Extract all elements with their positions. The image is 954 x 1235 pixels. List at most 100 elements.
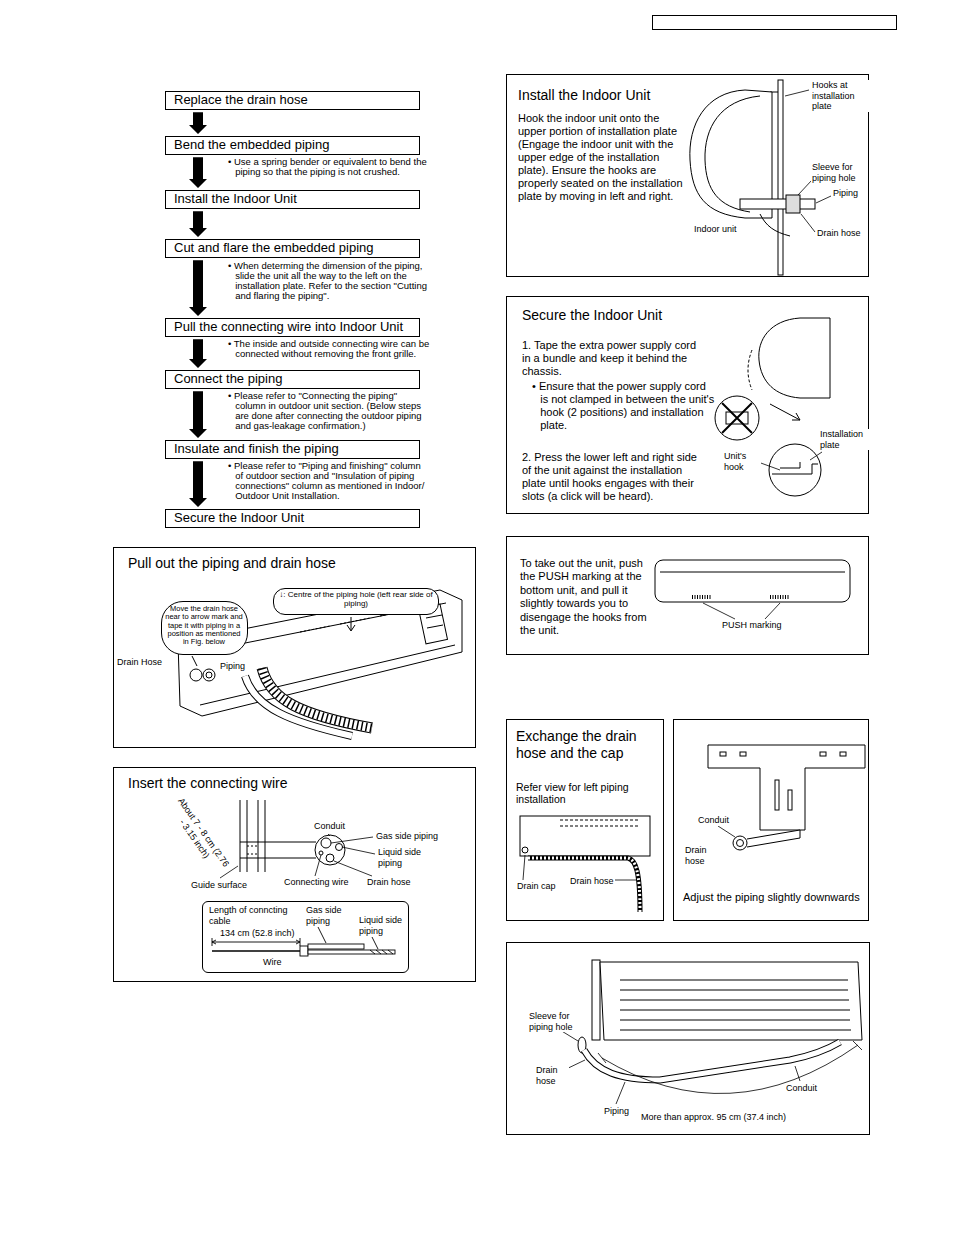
leader-line: [785, 90, 809, 96]
pipe-section-detail: [190, 669, 202, 681]
callout-label: Hooks at installation plate: [811, 80, 871, 112]
figure-panel: Insert the connecting wireLength of conn…: [113, 767, 476, 982]
callout-label: Drain hose: [816, 228, 862, 239]
node-text: Adjust the piping slightly downwards: [683, 891, 860, 904]
conduit-illustration: [321, 838, 331, 848]
leader-line: [718, 826, 735, 837]
leader-line: [718, 826, 735, 837]
hook-detail: [769, 444, 821, 496]
note-text: • Use a spring bender or equivalent to b…: [228, 157, 431, 177]
process-box: Cut and flare the embedded piping: [165, 239, 420, 258]
callout-label: Drain hose: [684, 845, 721, 866]
leader-line: [703, 603, 735, 619]
callout-label: Drain hose: [569, 876, 615, 887]
callout-label: Conduit: [697, 815, 730, 826]
installation-plate: [747, 830, 800, 847]
installation-plate: [708, 745, 865, 830]
callout-cloud: ↓: Centre of the piping hole (left rear …: [273, 588, 439, 615]
installation-plate: [737, 840, 744, 847]
piping-curve: [584, 1042, 840, 1080]
flow-arrow: [189, 211, 207, 237]
indoor-unit-side: [759, 318, 830, 398]
callout-label: Drain Hose: [116, 657, 163, 668]
flow-arrow: [189, 157, 207, 188]
panel-heading: Exchange the drain hose and the cap: [516, 728, 656, 761]
node-text: Secure the Indoor Unit: [174, 510, 304, 525]
installation-plate: [775, 780, 779, 810]
node-text: Move the drain hose near to arrow mark a…: [165, 605, 243, 646]
leader-line: [523, 855, 525, 880]
unit-back-view: [520, 816, 650, 856]
conduit-illustration: [336, 844, 343, 851]
flow-arrow: [189, 112, 207, 134]
piping-curve: [602, 1045, 858, 1094]
leader-line: [342, 847, 375, 854]
callout-label: Installation plate: [819, 429, 869, 450]
piping-hose: [262, 668, 372, 728]
leader-line: [703, 603, 780, 619]
node-text: Connect the piping: [174, 371, 282, 386]
piping-curve: [584, 1042, 840, 1080]
process-box: Bend the embedded piping: [165, 136, 420, 155]
callout-label: Drain hose: [535, 1065, 569, 1086]
indoor-unit-side: [748, 350, 752, 390]
cable-length-illustration: [370, 950, 393, 954]
callout-label: Indoor unit: [693, 224, 738, 235]
conduit-illustration: [319, 851, 323, 855]
callout-label: Conduit: [313, 821, 346, 832]
leader-line: [795, 1066, 800, 1081]
leader-line: [220, 834, 375, 878]
unit-back-view: [522, 847, 528, 853]
installation-plate: [840, 752, 846, 756]
callout-label: Sleeve for piping hole: [811, 162, 868, 183]
piping-curve: [598, 1041, 862, 1063]
installation-plate: [788, 790, 792, 810]
inset-box: Length of conncting cableGas side piping…: [202, 901, 409, 973]
node-text: 2. Press the lower left and right side o…: [522, 451, 707, 503]
node-text: 134 cm (52.8 inch): [220, 928, 295, 939]
pipe-section-detail: [192, 656, 197, 666]
callout-label: Sleeve for piping hole: [528, 1011, 585, 1032]
leader-line: [331, 837, 373, 843]
hook-detail: [772, 464, 818, 474]
cable-length-illustration: [212, 950, 300, 951]
hook-detail: [780, 462, 800, 468]
piping-hose: [245, 676, 352, 736]
callout-label: Gas side piping: [375, 831, 439, 842]
conduit-illustration: [326, 854, 334, 862]
piping-hose: [245, 668, 372, 736]
installation-plate: [708, 745, 865, 850]
unit-back-illustration: [426, 615, 443, 628]
panel-heading: Secure the Indoor Unit: [522, 307, 662, 324]
cable-length-illustration: [308, 950, 395, 954]
node-text: Wire: [263, 957, 282, 968]
wrong-example-symbol: [722, 403, 752, 433]
node-text: 1. Tape the extra power supply cord in a…: [522, 339, 702, 378]
installation-plate: [740, 752, 746, 756]
indoor-unit-side: [760, 214, 790, 236]
leader-line: [328, 834, 330, 836]
instruction-panel: To take out the unit, push the PUSH mark…: [506, 536, 869, 655]
conduit-illustration: [240, 842, 316, 858]
cable-length-illustration: [212, 940, 300, 944]
process-box: Secure the Indoor Unit: [165, 509, 420, 528]
process-box: Replace the drain hose: [165, 91, 420, 110]
indoor-unit-front: [578, 960, 862, 1053]
piping-curve: [584, 1041, 862, 1094]
conduit-illustration: [247, 846, 258, 854]
indoor-unit-side: [705, 96, 760, 212]
callout-label: Conduit: [785, 1083, 818, 1094]
note-text: • Please refer to "Piping and finishing"…: [228, 461, 431, 501]
unit-back-illustration: [200, 645, 455, 705]
piping-hose: [262, 668, 372, 728]
header-box: [653, 16, 897, 30]
process-box: Install the Indoor Unit: [165, 190, 420, 209]
figure-frame: [507, 943, 870, 1135]
indoor-unit-front: [600, 962, 862, 1040]
leader-line: [798, 180, 812, 195]
node-text: To take out the unit, push the PUSH mark…: [520, 557, 655, 637]
process-box: Connect the piping: [165, 370, 420, 389]
